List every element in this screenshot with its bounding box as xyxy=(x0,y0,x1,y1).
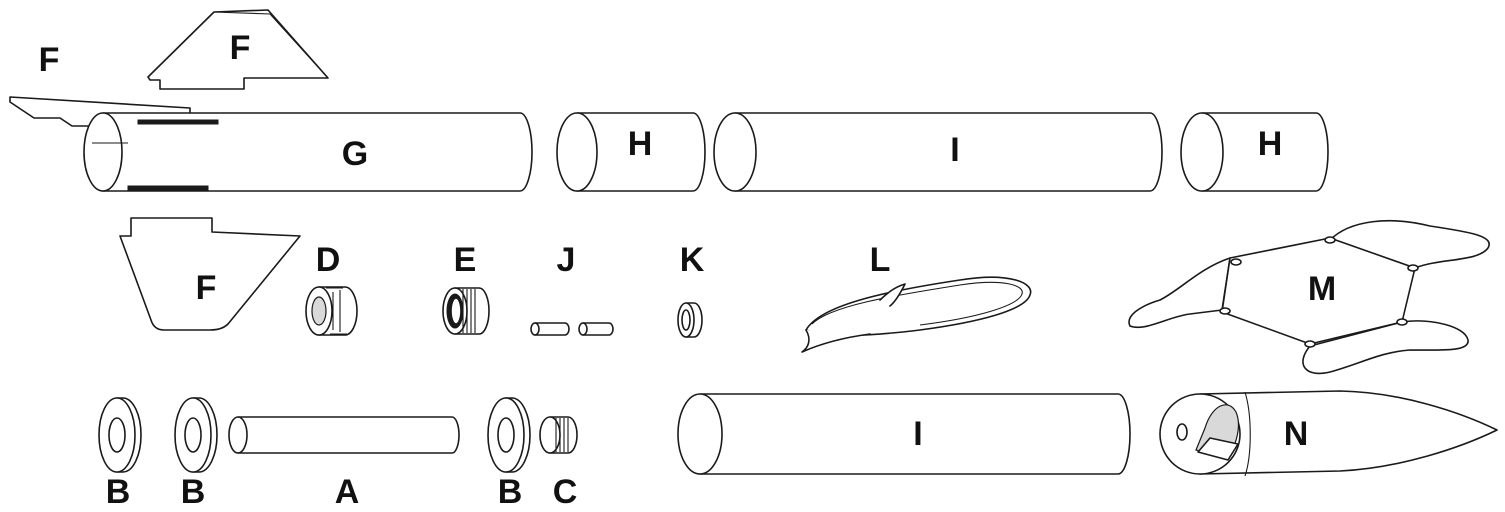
ring: K xyxy=(677,241,705,338)
coupler-1: H xyxy=(556,112,706,192)
coupler-2: H xyxy=(1180,112,1329,192)
motor-tube: A xyxy=(228,416,460,511)
label-fin-top: F xyxy=(230,29,251,67)
label-nose-cone: N xyxy=(1284,415,1309,453)
centering-ring-3: B xyxy=(487,397,531,511)
label-retainer-cap: D xyxy=(316,241,341,279)
body-tube-lower: I xyxy=(677,393,1131,475)
label-fin-bottom: F xyxy=(196,269,217,307)
label-coupler-2: H xyxy=(1258,125,1283,163)
label-fin-top-left: F xyxy=(39,41,60,79)
retainer-body: E xyxy=(442,241,490,335)
label-shock-cord: L xyxy=(870,241,891,279)
label-pins: J xyxy=(557,241,576,279)
fin-bottom: F xyxy=(119,217,301,331)
pins: J xyxy=(530,241,614,336)
retainer-cap: D xyxy=(305,241,358,336)
centering-ring-1: B xyxy=(98,397,142,511)
label-ring: K xyxy=(680,241,705,279)
thrust-ring: C xyxy=(539,416,578,511)
label-thrust-ring: C xyxy=(553,473,578,511)
body-tube-upper: I xyxy=(713,112,1163,192)
shock-cord: L xyxy=(801,241,1032,353)
label-centering-ring-2: B xyxy=(181,473,206,511)
fin-top: F xyxy=(147,9,329,90)
nose-cone: N xyxy=(1159,390,1498,477)
label-parachute: M xyxy=(1308,270,1336,308)
label-body-tube-lower: I xyxy=(913,415,922,453)
label-centering-ring-3: B xyxy=(498,473,523,511)
label-motor-tube: A xyxy=(335,473,360,511)
label-coupler-1: H xyxy=(628,125,653,163)
label-body-tube-main: G xyxy=(342,135,368,173)
centering-ring-2: B xyxy=(174,397,218,511)
label-body-tube-upper: I xyxy=(950,131,959,169)
body-tube-main: G xyxy=(83,112,533,192)
parachute: M xyxy=(1128,219,1490,375)
label-centering-ring-1: B xyxy=(106,473,131,511)
label-retainer-body: E xyxy=(454,241,477,279)
